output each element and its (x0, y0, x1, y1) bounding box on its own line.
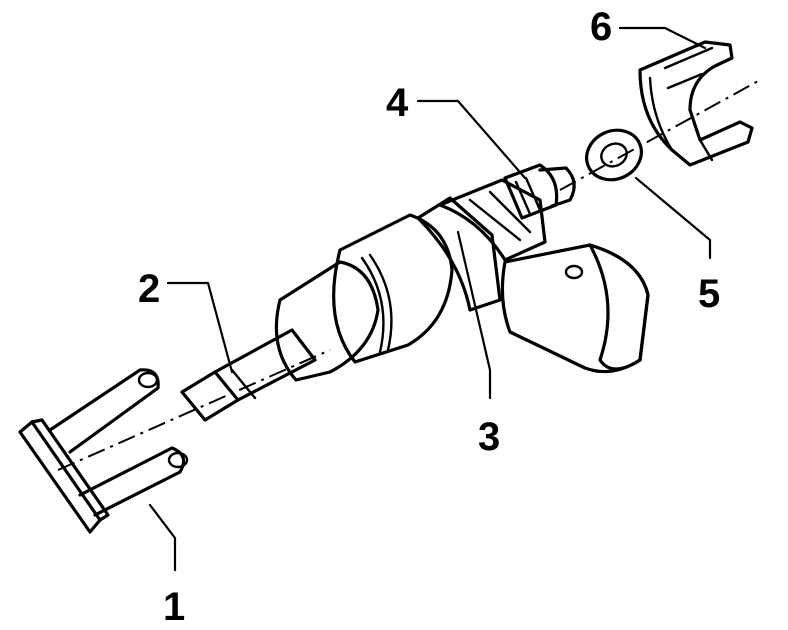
part-3-connector (500, 243, 650, 374)
injector-body (274, 178, 547, 382)
callout-1: 1 (163, 585, 185, 629)
callout-3: 3 (478, 415, 500, 459)
part-6-securing-clip (638, 40, 754, 167)
centerline-axis (57, 79, 761, 471)
part-2-lower-seal (180, 328, 317, 422)
leader-line-6 (618, 26, 707, 50)
part-5-washer (585, 128, 643, 182)
leader-line-4 (416, 99, 527, 180)
callout-5: 5 (698, 272, 720, 316)
part-1-retaining-clip (18, 368, 189, 534)
callout-4: 4 (386, 81, 409, 125)
leader-line-2 (166, 281, 234, 374)
part-4-upper-oring (503, 163, 576, 220)
callout-6: 6 (590, 5, 612, 49)
callout-2: 2 (138, 267, 160, 311)
leader-line-3 (456, 230, 492, 400)
leader-line-5 (634, 176, 712, 260)
leader-line-1 (148, 503, 177, 572)
